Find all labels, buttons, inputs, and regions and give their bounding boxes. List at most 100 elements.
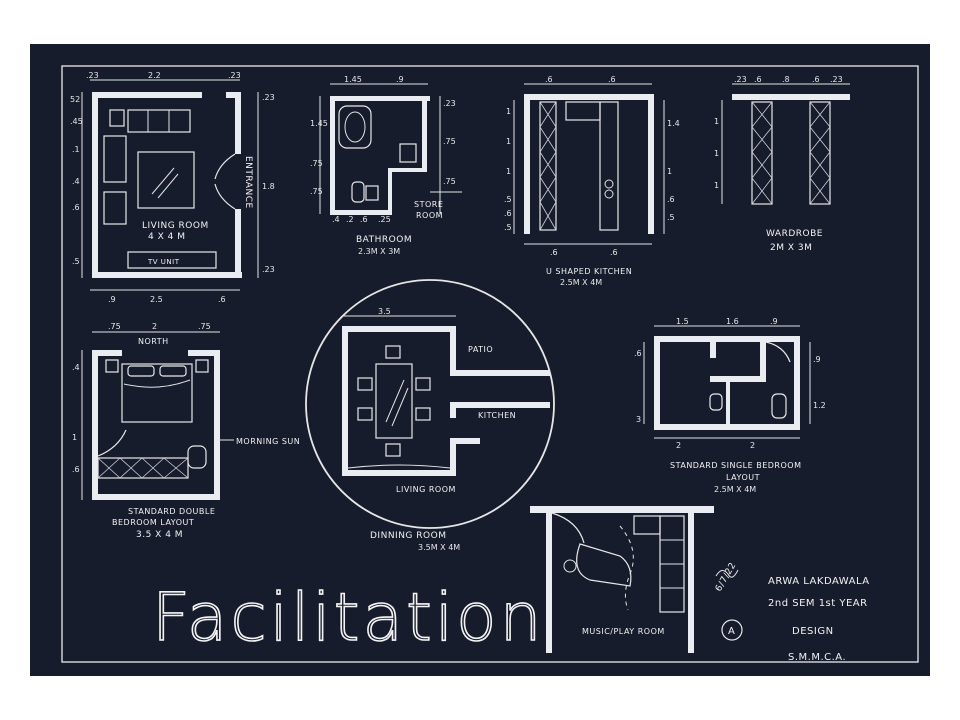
dining-dim-top: 3.5: [378, 307, 391, 316]
wardrobe-dim-left-3: 1: [714, 181, 719, 190]
sbed-dim-top-1: 1.5: [676, 317, 689, 326]
kitchen-label: U SHAPED KITCHEN: [546, 267, 632, 276]
author-name: ARWA LAKDAWALA: [768, 576, 870, 587]
sbed-label-1: STANDARD SINGLE BEDROOM: [670, 461, 802, 470]
kitchen-dim-right-4: .5: [667, 213, 675, 222]
dining-room-plan: 3.5 PATIO KITCHEN LIVING ROOM DINNING RO…: [305, 279, 555, 552]
wardrobe-dim-top-3: .8: [782, 75, 790, 84]
dbed-label-1: STANDARD DOUBLE: [128, 507, 215, 516]
sbed-dim-left-2: 3: [636, 415, 641, 424]
living-entrance-label: ENTRANCE: [243, 156, 253, 209]
kitchen-dim-left-5: .6: [504, 209, 512, 218]
bath-store-label: STORE: [414, 200, 443, 209]
bath-dim-right-2: .75: [443, 137, 456, 146]
blueprint-sheet: .23 2.2 .23 .9 2.5 .6 52 .45 .1 .4 .6 .5…: [30, 44, 930, 676]
sbed-dim-right-2: 1.2: [813, 401, 826, 410]
dbed-size: 3.5 X 4 M: [136, 530, 183, 540]
bath-dim-bottom-3: .6: [360, 215, 368, 224]
living-dim-right-3: .23: [262, 265, 275, 274]
wardrobe-dim-top-5: .23: [830, 75, 843, 84]
sbed-dim-bottom-2: 2: [750, 441, 755, 450]
kitchen-dim-top-2: .6: [608, 75, 616, 84]
college-line: S.M.M.C.A.: [788, 652, 846, 663]
credits-block: ARWA LAKDAWALA 2nd SEM 1st YEAR DESIGN S…: [714, 561, 870, 663]
kitchen-size: 2.5M X 4M: [560, 278, 602, 287]
dbed-dim-top-2: 2: [152, 322, 157, 331]
wardrobe-dim-top-1: .23: [734, 75, 747, 84]
living-dim-top-3: .23: [228, 71, 241, 80]
wardrobe-plan: .23 .6 .8 .6 .23 1 1 1 WARDROBE 2M X 3M: [714, 75, 850, 253]
bath-dim-bottom-4: .25: [378, 215, 391, 224]
dining-living-label: LIVING ROOM: [396, 485, 456, 494]
bathroom-plan: 1.45 .9 .4 .2 .6 .25 1.45 .75 .75 .23 .7…: [310, 75, 462, 256]
bath-dim-bottom-2: .2: [346, 215, 354, 224]
sbed-size: 2.5M X 4M: [714, 485, 756, 494]
kitchen-dim-top-1: .6: [545, 75, 553, 84]
bath-dim-top-1: 1.45: [344, 75, 362, 84]
wardrobe-dim-top-2: .6: [754, 75, 762, 84]
living-room-label: LIVING ROOM: [142, 221, 209, 231]
kitchen-dim-right-1: 1.4: [667, 119, 680, 128]
sbed-dim-top-2: 1.6: [726, 317, 739, 326]
kitchen-dim-left-1: 1: [506, 107, 511, 116]
subject-line: DESIGN: [792, 626, 834, 637]
bath-dim-left-3: .75: [310, 187, 323, 196]
bathroom-size: 2.3M X 3M: [358, 247, 400, 256]
living-dim-left-3: .1: [72, 145, 80, 154]
dbed-dim-left-3: .6: [72, 465, 80, 474]
kitchen-dim-right-3: .6: [667, 195, 675, 204]
bathroom-label: BATHROOM: [356, 235, 412, 245]
dining-patio-label: PATIO: [468, 345, 493, 354]
dbed-label-2: BEDROOM LAYOUT: [112, 518, 194, 527]
sheet-title: Facilitation: [152, 579, 544, 656]
kitchen-dim-bottom-2: .6: [610, 248, 618, 257]
dbed-dim-top-3: .75: [198, 322, 211, 331]
dining-size: 3.5M X 4M: [418, 543, 460, 552]
kitchen-plan: .6 .6 .6 .6 1 1 1 .5 .6 .5 1.4 1 .6 .5 U…: [504, 75, 680, 287]
living-dim-right-1: .23: [262, 93, 275, 102]
bath-dim-right-3: .75: [443, 177, 456, 186]
living-dim-left-1: 52: [70, 95, 80, 104]
kitchen-dim-left-3: 1: [506, 167, 511, 176]
living-dim-bottom-3: .6: [218, 295, 226, 304]
wardrobe-dim-left-1: 1: [714, 117, 719, 126]
dbed-sun-label: MORNING SUN: [236, 437, 300, 446]
signature-date: 6/7/22: [714, 561, 739, 594]
living-dim-bottom-2: 2.5: [150, 295, 163, 304]
dbed-dim-top-1: .75: [108, 322, 121, 331]
living-dim-right-2: 1.8: [262, 182, 275, 191]
sheet-border: [61, 65, 919, 663]
kitchen-dim-bottom-1: .6: [550, 248, 558, 257]
sbed-dim-top-3: .9: [770, 317, 778, 326]
drawing-canvas: .23 2.2 .23 .9 2.5 .6 52 .45 .1 .4 .6 .5…: [61, 65, 919, 663]
double-bedroom-plan: .75 2 .75 .4 1 .6 NORTH MORNING SUN STAN…: [72, 322, 300, 540]
dbed-dim-left-2: 1: [72, 433, 77, 442]
living-dim-left-6: .5: [72, 257, 80, 266]
kitchen-dim-left-6: .5: [504, 223, 512, 232]
dining-kitchen-label: KITCHEN: [478, 411, 516, 420]
kitchen-dim-left-4: .5: [504, 195, 512, 204]
bath-store-label-2: ROOM: [416, 211, 443, 220]
living-room-plan: .23 2.2 .23 .9 2.5 .6 52 .45 .1 .4 .6 .5…: [70, 71, 275, 304]
kitchen-dim-left-2: 1: [506, 137, 511, 146]
sbed-dim-bottom-1: 2: [676, 441, 681, 450]
music-room-plan: MUSIC/PLAY ROOM: [530, 506, 714, 653]
bath-dim-left-2: .75: [310, 159, 323, 168]
sbed-label-2: LAYOUT: [726, 473, 760, 482]
wardrobe-dim-top-4: .6: [812, 75, 820, 84]
wardrobe-label: WARDROBE: [766, 229, 823, 239]
signature-mark: [715, 569, 739, 578]
living-dim-left-2: .45: [70, 117, 83, 126]
dining-label: DINNING ROOM: [370, 531, 446, 541]
living-room-size: 4 X 4 M: [148, 232, 185, 242]
single-bedroom-plan: 1.5 1.6 .9 2 2 .6 3 .9 1.2 STANDARD SING…: [634, 317, 826, 494]
music-room-label: MUSIC/PLAY ROOM: [582, 627, 665, 636]
wardrobe-size: 2M X 3M: [770, 243, 812, 253]
living-dim-bottom-1: .9: [108, 295, 116, 304]
bath-dim-bottom-1: .4: [332, 215, 340, 224]
sbed-dim-right-1: .9: [813, 355, 821, 364]
dbed-north-label: NORTH: [138, 337, 169, 346]
wardrobe-dim-left-2: 1: [714, 149, 719, 158]
living-dim-left-4: .4: [72, 177, 80, 186]
grade-mark: A: [728, 626, 735, 637]
